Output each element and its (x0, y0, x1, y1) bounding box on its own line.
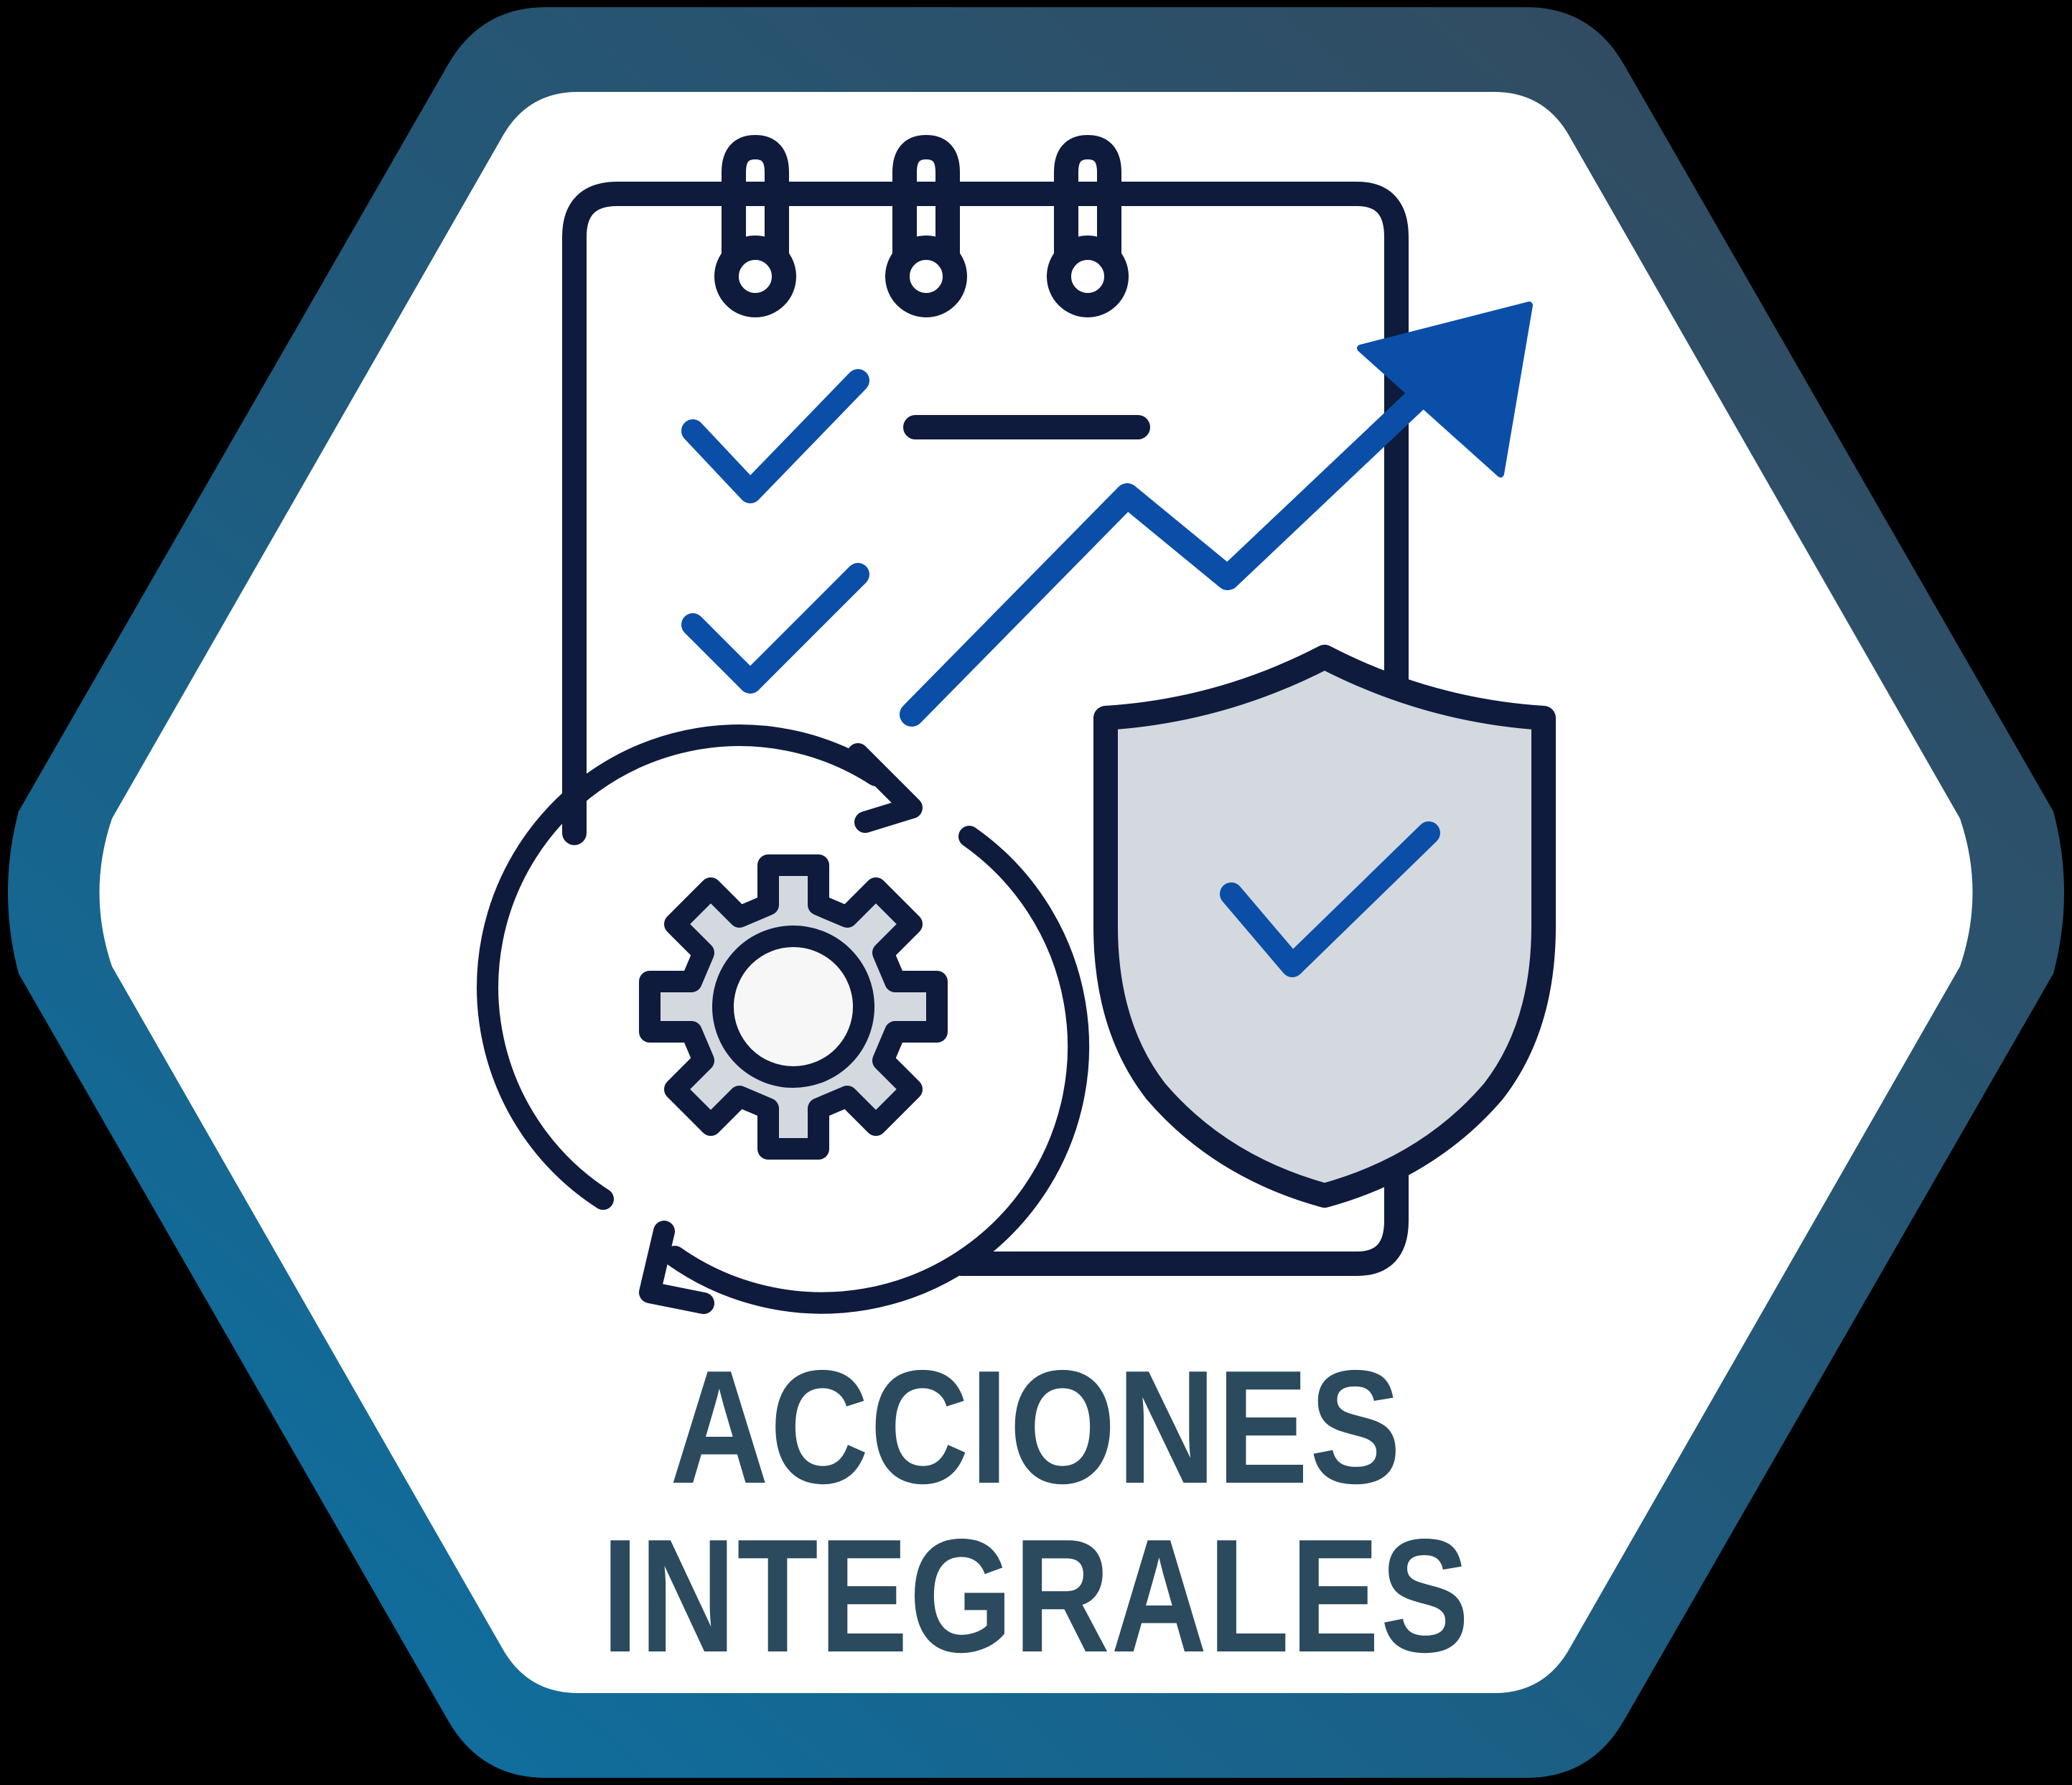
shield-check-icon (1093, 645, 1556, 1208)
cycle-arrows-icon (477, 724, 1090, 1314)
spiral-holes (744, 265, 1099, 288)
notepad-icon (562, 135, 1409, 1276)
trend-up-arrow-icon (900, 302, 1533, 727)
checkmark-icon (681, 369, 869, 694)
badge-title-line-1: ACCIONES (670, 1336, 1402, 1517)
gear-icon (639, 854, 948, 1160)
badge-title-line-2: INTEGRALES (602, 1505, 1470, 1686)
